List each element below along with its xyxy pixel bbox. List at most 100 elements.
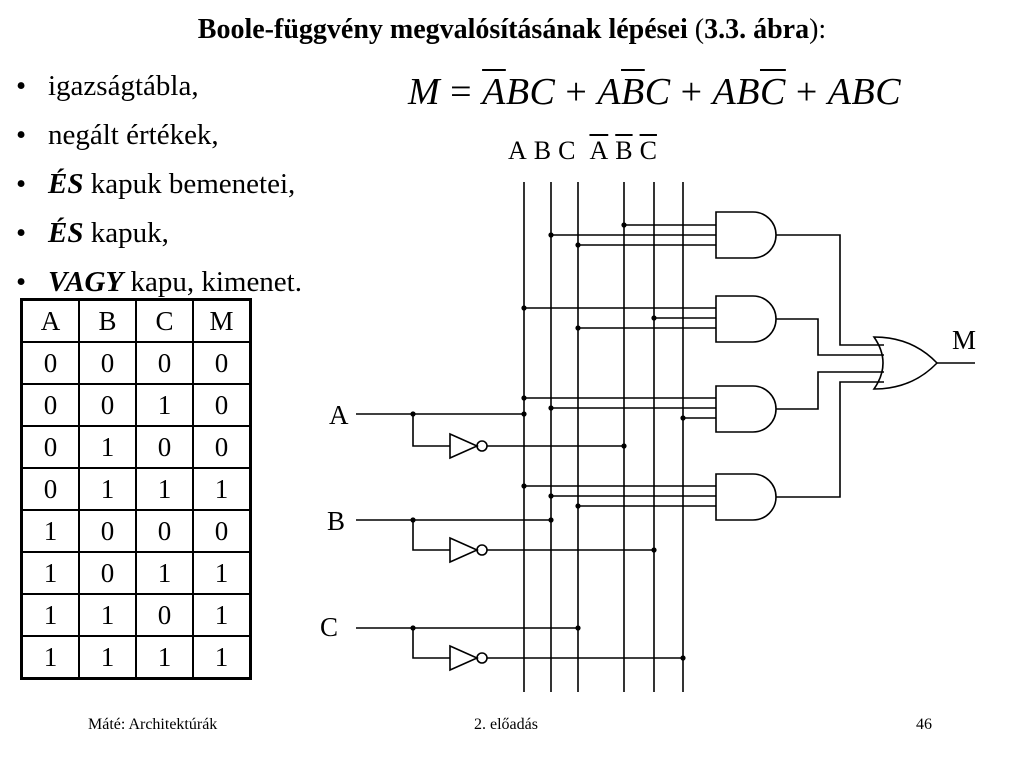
table-cell: 1 xyxy=(135,551,194,595)
wire-and1-to-or xyxy=(776,234,884,346)
table-cell: 1 xyxy=(78,467,137,511)
footer-page-number: 46 xyxy=(916,716,932,733)
table-cell: 0 xyxy=(135,425,194,469)
list-item-emphasis: ÉS xyxy=(48,168,84,200)
list-item: ÉS kapuk, xyxy=(14,209,302,258)
junction-dot xyxy=(521,483,527,489)
junction-dot xyxy=(548,517,554,523)
figure-reference: 3.3. ábra xyxy=(704,14,810,45)
table-cell: 1 xyxy=(20,551,80,595)
table-cell: 0 xyxy=(20,341,80,385)
table-cell: 0 xyxy=(78,383,137,427)
list-item-emphasis: ÉS xyxy=(48,217,84,249)
table-cell: 1 xyxy=(78,635,137,680)
table-cell: 1 xyxy=(135,383,194,427)
formula-equals: = xyxy=(450,71,473,113)
and-gate-4 xyxy=(715,473,777,521)
input-label-a: A xyxy=(329,400,349,430)
junction-dot xyxy=(621,443,627,449)
list-item-text: kapuk bemenetei, xyxy=(83,168,296,200)
table-cell: 1 xyxy=(192,551,252,595)
footer-lecture: 2. előadás xyxy=(474,716,538,733)
junction-dot xyxy=(651,315,657,321)
junction-dot xyxy=(575,242,581,248)
table-cell: 1 xyxy=(192,635,252,680)
junction-dot xyxy=(575,625,581,631)
table-cell: 1 xyxy=(135,467,194,511)
table-cell: 0 xyxy=(135,509,194,553)
junction-dot xyxy=(651,547,657,553)
junction-dots xyxy=(410,222,686,661)
bus-label-a: A xyxy=(508,136,527,165)
list-item-emphasis: VAGY xyxy=(48,266,124,298)
footer-author: Máté: Architektúrák xyxy=(88,716,218,733)
formula-term-neg: C xyxy=(759,71,786,113)
or-gate xyxy=(872,336,939,390)
junction-dot xyxy=(521,395,527,401)
list-item-text: negált értékek, xyxy=(48,119,219,151)
formula-term-neg: A xyxy=(482,71,506,113)
and-gate-2 xyxy=(715,295,777,343)
table-cell: 0 xyxy=(192,383,252,427)
list-item: negált értékek, xyxy=(14,111,302,160)
junction-dot xyxy=(548,405,554,411)
formula-plus: + xyxy=(565,71,588,113)
table-cell: 1 xyxy=(135,635,194,680)
inverter-b xyxy=(449,536,479,564)
input-label-c: C xyxy=(320,612,339,642)
column-header: A xyxy=(20,298,80,343)
table-cell: 0 xyxy=(20,383,80,427)
table-cell: 0 xyxy=(20,467,80,511)
junction-dot xyxy=(621,222,627,228)
junction-dot xyxy=(410,517,416,523)
formula-term: C xyxy=(644,71,671,113)
junction-dot xyxy=(548,493,554,499)
title-paren-close: ): xyxy=(809,14,827,45)
junction-dot xyxy=(575,503,581,509)
table-cell: 0 xyxy=(78,509,137,553)
junction-dot xyxy=(575,325,581,331)
formula-term-neg: B xyxy=(621,71,645,113)
bus-label-c: C xyxy=(558,136,576,165)
table-cell: 0 xyxy=(135,341,194,385)
list-item-text: igazságtábla, xyxy=(48,70,199,102)
bus-label-not-a: A xyxy=(589,136,609,165)
list-item-text: kapuk, xyxy=(83,217,169,249)
list-item-text: kapu, kimenet. xyxy=(123,266,302,298)
boolean-formula: M=ABC+ABC+ABC+ABC xyxy=(408,70,901,114)
table-cell: 1 xyxy=(78,425,137,469)
table-cell: 0 xyxy=(192,509,252,553)
junction-dot xyxy=(521,411,527,417)
list-item: VAGY kapu, kimenet. xyxy=(14,258,302,307)
wire-c-to-inverter xyxy=(412,628,450,659)
table-cell: 0 xyxy=(135,593,194,637)
bus-label-not-b: B xyxy=(615,136,633,165)
column-header: C xyxy=(135,298,194,343)
wire-and2-to-or xyxy=(776,318,884,356)
slide-title: Boole-függvény megvalósításának lépései … xyxy=(0,14,1024,46)
and-gate-3 xyxy=(715,385,777,433)
column-header: B xyxy=(78,298,137,343)
table-cell: 1 xyxy=(78,593,137,637)
inverter-c xyxy=(449,644,479,672)
junction-dot xyxy=(521,305,527,311)
table-cell: 0 xyxy=(192,425,252,469)
inverter-a xyxy=(449,432,479,460)
junction-dot xyxy=(548,232,554,238)
steps-list: igazságtábla, negált értékek, ÉS kapuk b… xyxy=(14,62,302,307)
formula-plus: + xyxy=(680,71,703,113)
table-cell: 0 xyxy=(192,341,252,385)
wire-a-to-inverter xyxy=(412,414,450,447)
table-cell: 0 xyxy=(78,341,137,385)
input-label-b: B xyxy=(327,506,346,536)
